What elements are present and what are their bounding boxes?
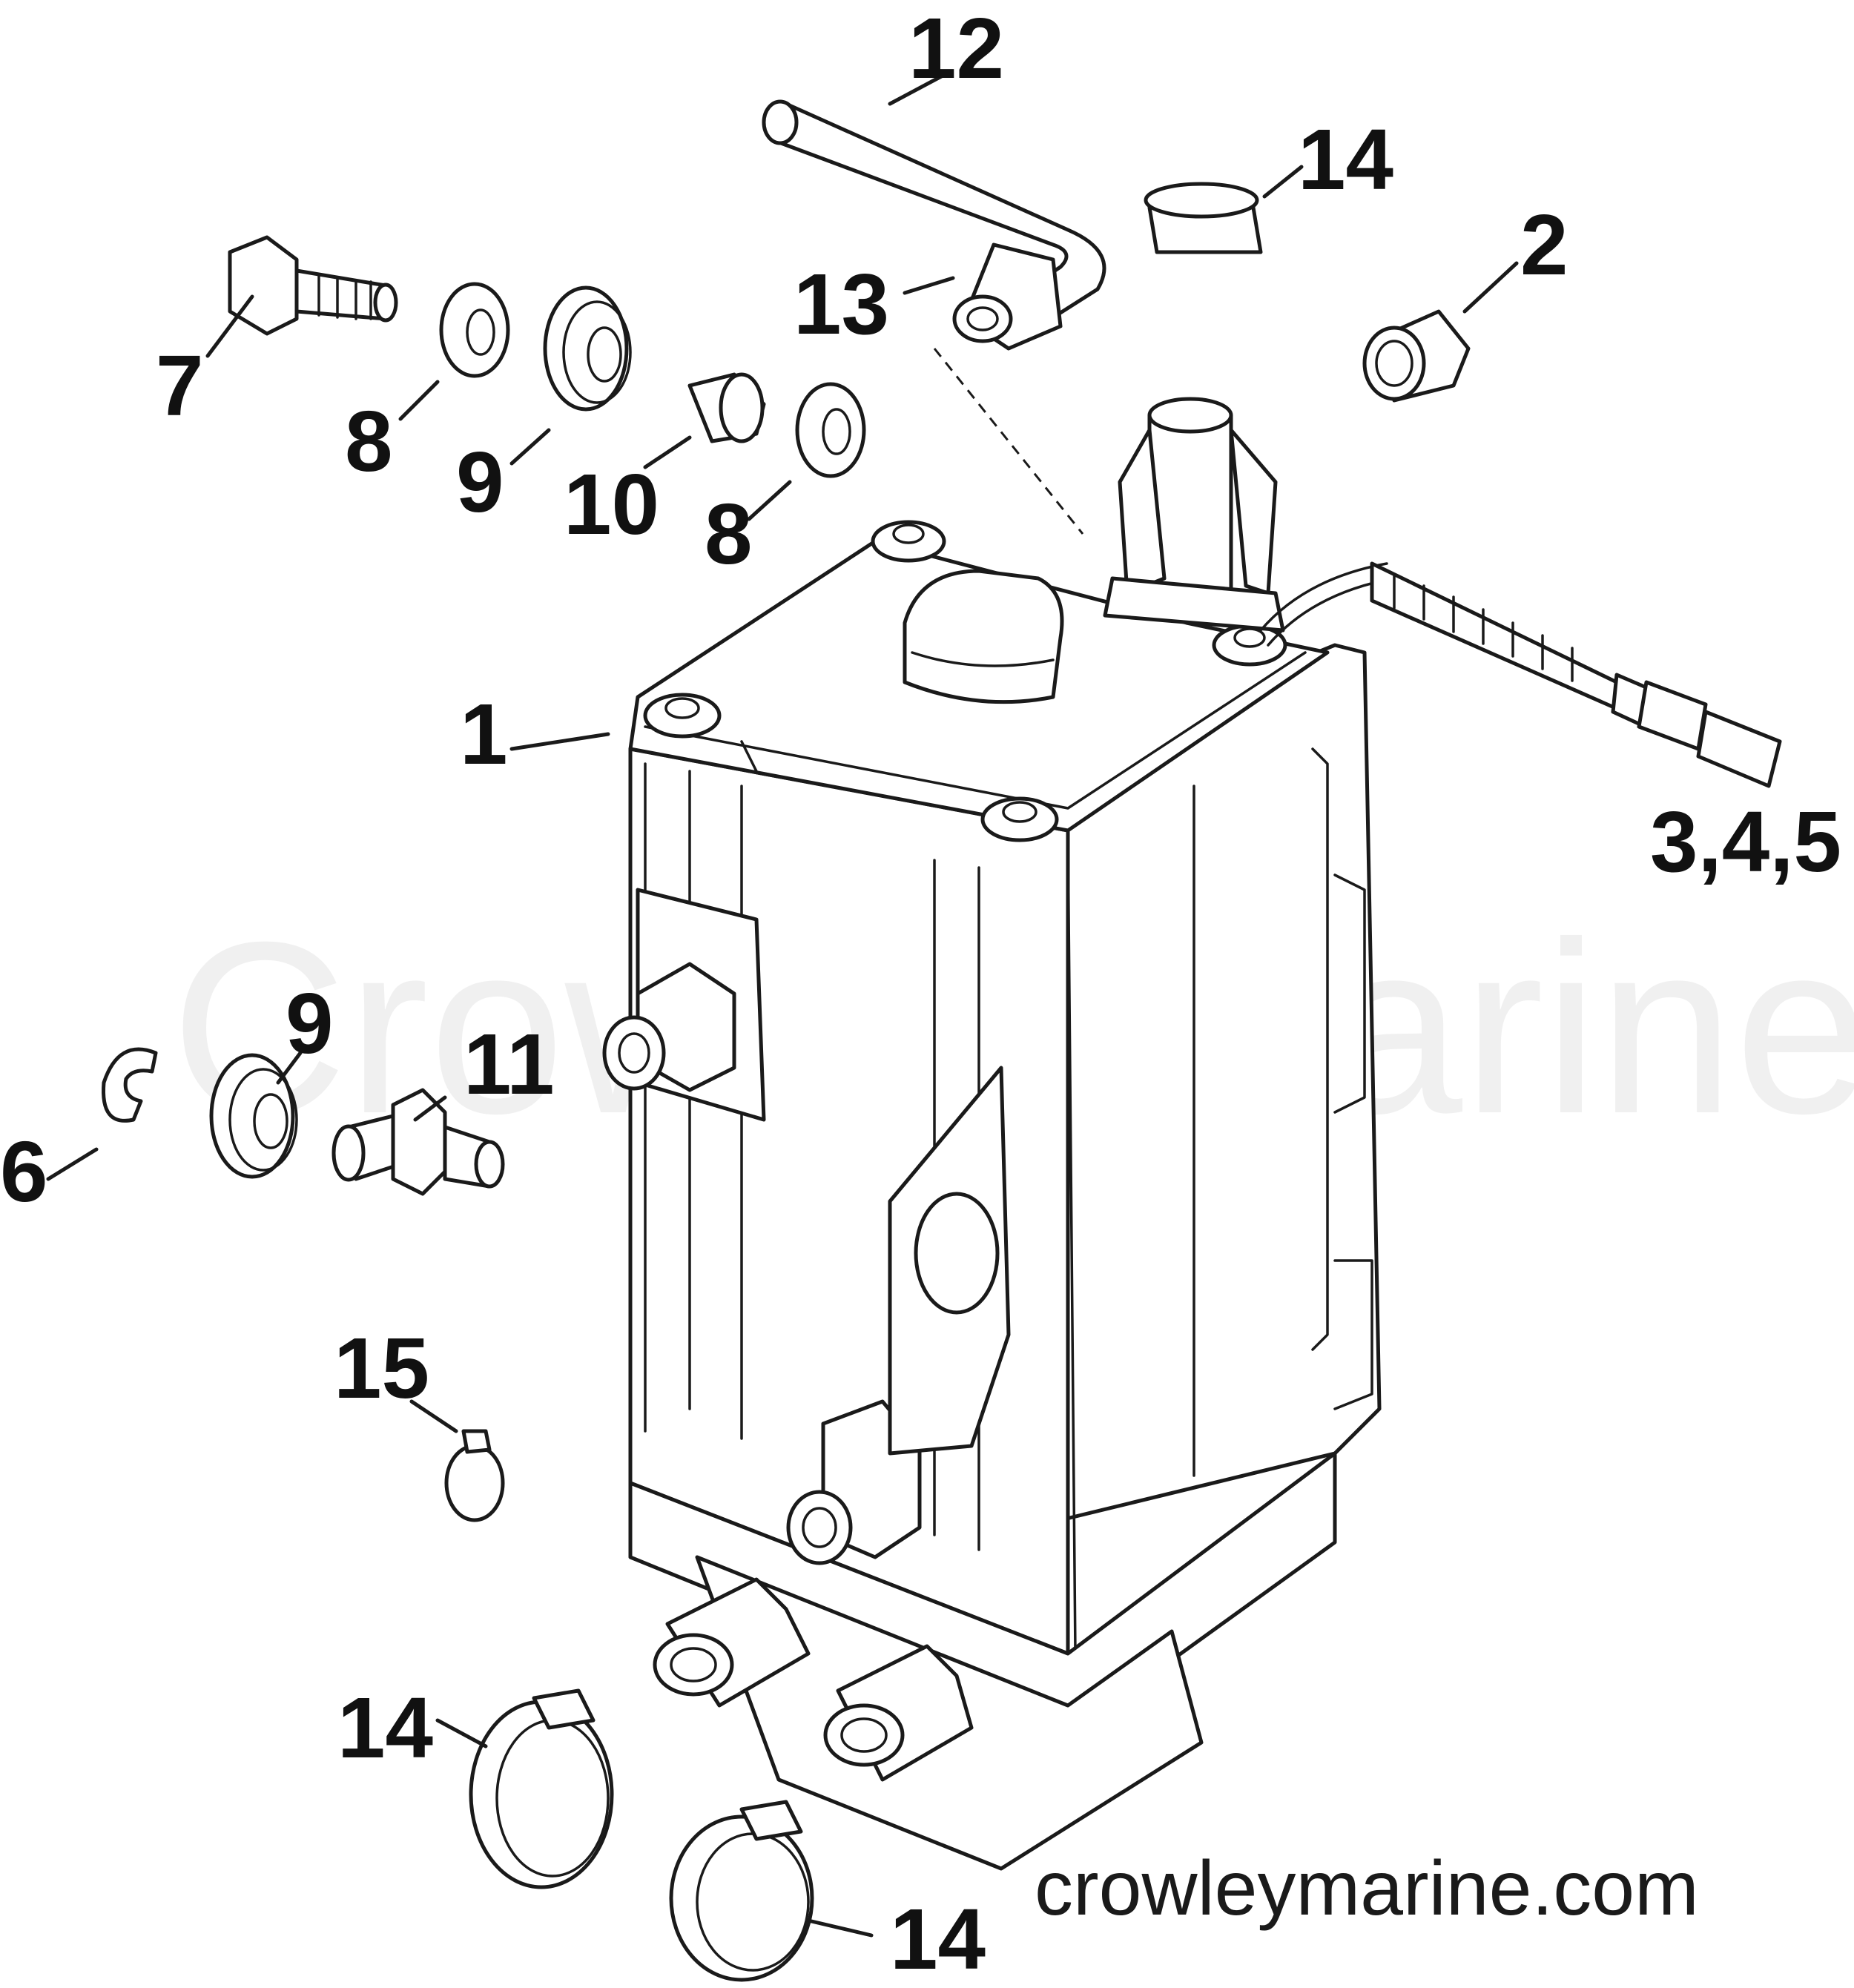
callout-6: 6 [0,1123,48,1220]
callout-7: 7 [156,337,204,434]
callout-8-left: 8 [345,393,393,489]
callout-8-right: 8 [705,486,753,582]
callout-15: 15 [334,1320,429,1416]
callout-9-side: 9 [286,975,334,1071]
part-2-cap [1362,309,1471,403]
part-8-washer-b [795,382,866,478]
callout-11: 11 [464,1016,555,1112]
part-14-clamp-bottom-left [469,1688,614,1889]
part-9-grommet-b [209,1053,298,1179]
part-8-washer-a [439,282,510,378]
leader-lines [46,72,1519,1938]
callout-14-bottom-right: 14 [890,1891,986,1987]
callout-2: 2 [1520,197,1568,293]
main-housing-assembly [602,348,1782,1871]
callout-1: 1 [460,686,508,782]
part-9-grommet-a [543,285,632,412]
site-credit: crowleymarine.com [1035,1846,1699,1932]
part-15-clamp [444,1429,505,1522]
part-10-sleeve [687,372,766,443]
callout-12: 12 [908,0,1004,96]
part-14-clamp-top [1144,182,1263,254]
callout-9-top: 9 [456,434,504,530]
part-6-clip [102,1047,158,1123]
callout-3-4-5: 3,4,5 [1650,793,1841,890]
callout-14-bottom-left: 14 [337,1680,433,1776]
part-13-elbow [952,242,1063,351]
callout-14-top: 14 [1298,111,1393,208]
part-7-bolt [228,235,398,336]
callout-10: 10 [564,456,659,552]
part-11-fitting [331,1088,505,1196]
callout-13: 13 [794,256,889,352]
part-14-clamp-bottom-center [669,1800,814,1982]
part-12-hose [762,99,1106,343]
